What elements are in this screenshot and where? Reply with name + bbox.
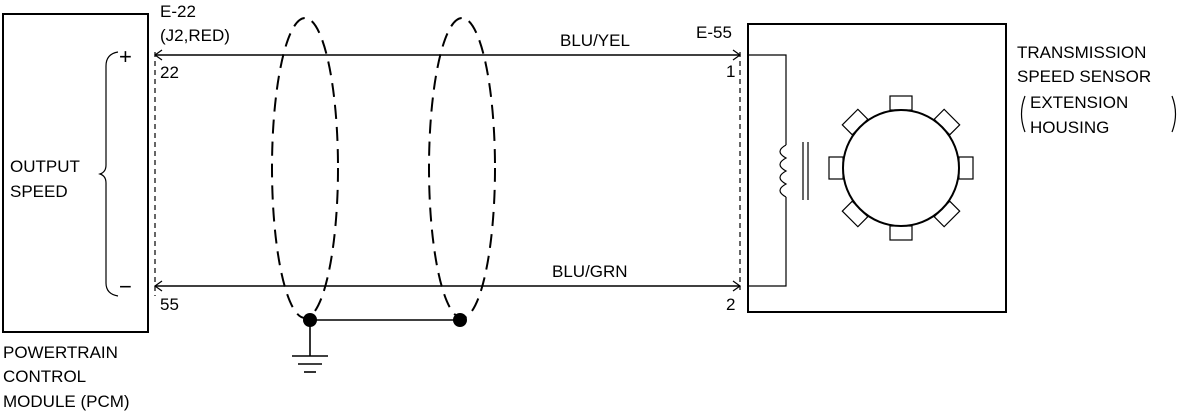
sensor-location-2: HOUSING bbox=[1030, 118, 1109, 137]
wire-top-color-label: BLU/YEL bbox=[560, 31, 630, 50]
shield-ellipse-2 bbox=[428, 17, 496, 319]
location-paren-left bbox=[1020, 95, 1026, 133]
pcm-signal-label-2: SPEED bbox=[10, 182, 68, 201]
pcm-name-3: MODULE (PCM) bbox=[3, 392, 130, 411]
pcm-signal-label-1: OUTPUT bbox=[10, 157, 80, 176]
pcm-name-1: POWERTRAIN bbox=[3, 343, 118, 362]
shield-ellipse-1 bbox=[271, 17, 339, 319]
sensor-pin-1: 1 bbox=[726, 62, 735, 81]
sensor-location-1: EXTENSION bbox=[1030, 93, 1128, 112]
pcm-connector-detail: (J2,RED) bbox=[160, 26, 230, 45]
ground-icon bbox=[292, 355, 328, 373]
plus-terminal-sign: + bbox=[119, 44, 132, 69]
wire-bottom-color-label: BLU/GRN bbox=[552, 262, 628, 281]
output-speed-brace bbox=[98, 51, 119, 297]
minus-terminal-sign: − bbox=[119, 274, 132, 299]
sensor-name-2: SPEED SENSOR bbox=[1017, 67, 1151, 86]
sensor-connector-chevron-bottom bbox=[732, 280, 742, 292]
location-paren-right bbox=[1171, 95, 1177, 133]
sensor-connector-chevron-top bbox=[732, 49, 742, 61]
sensor-lead-top bbox=[748, 54, 787, 145]
sensor-box bbox=[747, 23, 1007, 313]
pcm-connector-id: E-22 bbox=[160, 2, 196, 21]
sensor-name-1: TRANSMISSION bbox=[1017, 43, 1146, 62]
pcm-box bbox=[2, 13, 149, 333]
sensor-pin-2: 2 bbox=[726, 295, 735, 314]
sensor-connector-id: E-55 bbox=[696, 23, 732, 42]
pcm-name-2: CONTROL bbox=[3, 367, 86, 386]
tone-wheel-icon bbox=[828, 95, 974, 241]
sensor-lead-bottom bbox=[748, 197, 787, 287]
coil-icon bbox=[779, 142, 809, 200]
pcm-pin-55: 55 bbox=[160, 295, 179, 314]
pcm-pin-22: 22 bbox=[160, 63, 179, 82]
